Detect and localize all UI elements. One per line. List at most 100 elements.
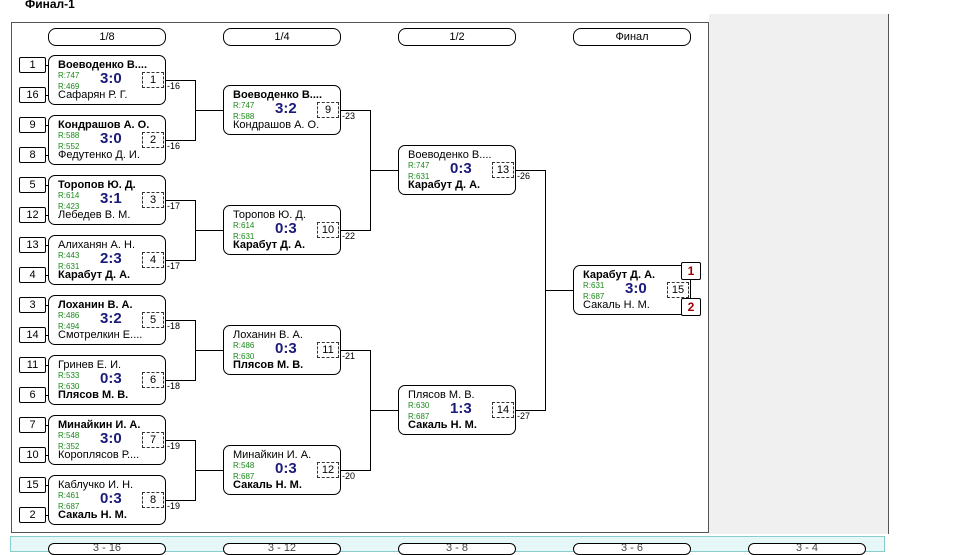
bracket-connector-line <box>46 365 49 366</box>
player-bottom-rating: R:630 <box>233 352 255 361</box>
player-bottom-name: Карабут Д. А. <box>58 269 131 281</box>
place-badge: 1 <box>681 262 701 280</box>
match-score: 0:3 <box>450 160 472 177</box>
bracket-connector-line <box>370 170 398 171</box>
player-top-rating: R:548 <box>58 431 80 440</box>
match-score: 3:2 <box>275 100 297 117</box>
player-bottom-rating: R:687 <box>58 502 80 511</box>
player-bottom-rating: R:631 <box>58 262 80 271</box>
player-bottom-rating: R:588 <box>233 112 255 121</box>
match-number: 10 <box>317 222 339 238</box>
player-top-name: Воеводенко В.... <box>408 149 492 161</box>
player-top-rating: R:631 <box>583 281 605 290</box>
player-top-name: Кондрашов А. О. <box>58 119 150 131</box>
bracket-connector-line <box>46 425 49 426</box>
bracket-connector-line <box>166 380 195 381</box>
match-score: 3:1 <box>100 190 122 207</box>
bottom-round-tab[interactable]: 3 - 6 <box>573 543 691 555</box>
loser-destination: -27 <box>517 411 531 421</box>
player-bottom-name: Лебедев В. М. <box>58 209 131 221</box>
seed-number: 3 <box>19 297 46 313</box>
seed-number: 11 <box>19 357 46 373</box>
bottom-round-tab[interactable]: 3 - 8 <box>398 543 516 555</box>
bracket-connector-line <box>46 305 49 306</box>
bottom-round-tab[interactable]: 3 - 4 <box>748 543 866 555</box>
match-score: 0:3 <box>100 490 122 507</box>
round-header-final: Финал <box>573 28 691 46</box>
match-number: 3 <box>142 192 164 208</box>
player-top-rating: R:747 <box>408 161 430 170</box>
player-top-name: Плясов М. В. <box>408 389 475 401</box>
page-title: Финал-1 <box>25 0 75 11</box>
player-bottom-name: Смотрелкин Е.... <box>58 329 143 341</box>
player-top-name: Минайкин И. А. <box>58 419 141 431</box>
match-number: 2 <box>142 132 164 148</box>
bottom-round-label: 3 - 8 <box>445 543 468 554</box>
player-top-rating: R:747 <box>233 101 255 110</box>
seed-number: 6 <box>19 387 46 403</box>
player-bottom-name: Федутенко Д. И. <box>58 149 140 161</box>
bracket-connector-line <box>195 230 223 231</box>
match-score: 0:3 <box>275 340 297 357</box>
seed-number: 12 <box>19 207 46 223</box>
match-score: 0:3 <box>275 220 297 237</box>
match-number: 15 <box>667 282 689 298</box>
seed-number: 15 <box>19 477 46 493</box>
player-top-name: Торопов Ю. Д. <box>233 209 306 221</box>
player-top-name: Торопов Ю. Д. <box>58 179 136 191</box>
loser-destination: -17 <box>167 261 181 271</box>
player-bottom-rating: R:552 <box>58 142 80 151</box>
match-number: 14 <box>492 402 514 418</box>
bracket-connector-line <box>166 320 195 321</box>
bracket-connector-line <box>166 200 195 201</box>
player-top-name: Воеводенко В.... <box>58 59 148 71</box>
player-bottom-name: Плясов М. В. <box>58 389 129 401</box>
player-top-rating: R:614 <box>58 191 80 200</box>
match-number: 11 <box>317 342 339 358</box>
match-number: 1 <box>142 72 164 88</box>
player-top-rating: R:533 <box>58 371 80 380</box>
bracket-connector-line <box>195 110 223 111</box>
bracket-connector-line <box>46 185 49 186</box>
seed-number: 13 <box>19 237 46 253</box>
bracket-connector-line <box>46 215 49 216</box>
match-number: 5 <box>142 312 164 328</box>
player-bottom-name: Сакаль Н. М. <box>233 479 302 491</box>
bottom-round-tab[interactable]: 3 - 16 <box>48 543 166 555</box>
seed-number: 10 <box>19 447 46 463</box>
match-number: 13 <box>492 162 514 178</box>
match-score: 1:3 <box>450 400 472 417</box>
player-bottom-rating: R:630 <box>58 382 80 391</box>
bracket-connector-line <box>341 110 370 111</box>
bracket-connector-line <box>46 65 49 66</box>
loser-destination: -21 <box>342 351 356 361</box>
player-top-name: Гринев Е. И. <box>58 359 122 371</box>
bottom-round-tab[interactable]: 3 - 12 <box>223 543 341 555</box>
bottom-round-label: 3 - 6 <box>620 543 643 554</box>
match-number: 8 <box>142 492 164 508</box>
player-top-rating: R:486 <box>58 311 80 320</box>
player-top-rating: R:443 <box>58 251 80 260</box>
player-top-name: Минайкин И. А. <box>233 449 312 461</box>
seed-number: 8 <box>19 147 46 163</box>
match-number: 7 <box>142 432 164 448</box>
player-bottom-name: Карабут Д. А. <box>408 179 481 191</box>
seed-number: 5 <box>19 177 46 193</box>
player-bottom-rating: R:423 <box>58 202 80 211</box>
player-bottom-name: Карабут Д. А. <box>233 239 306 251</box>
